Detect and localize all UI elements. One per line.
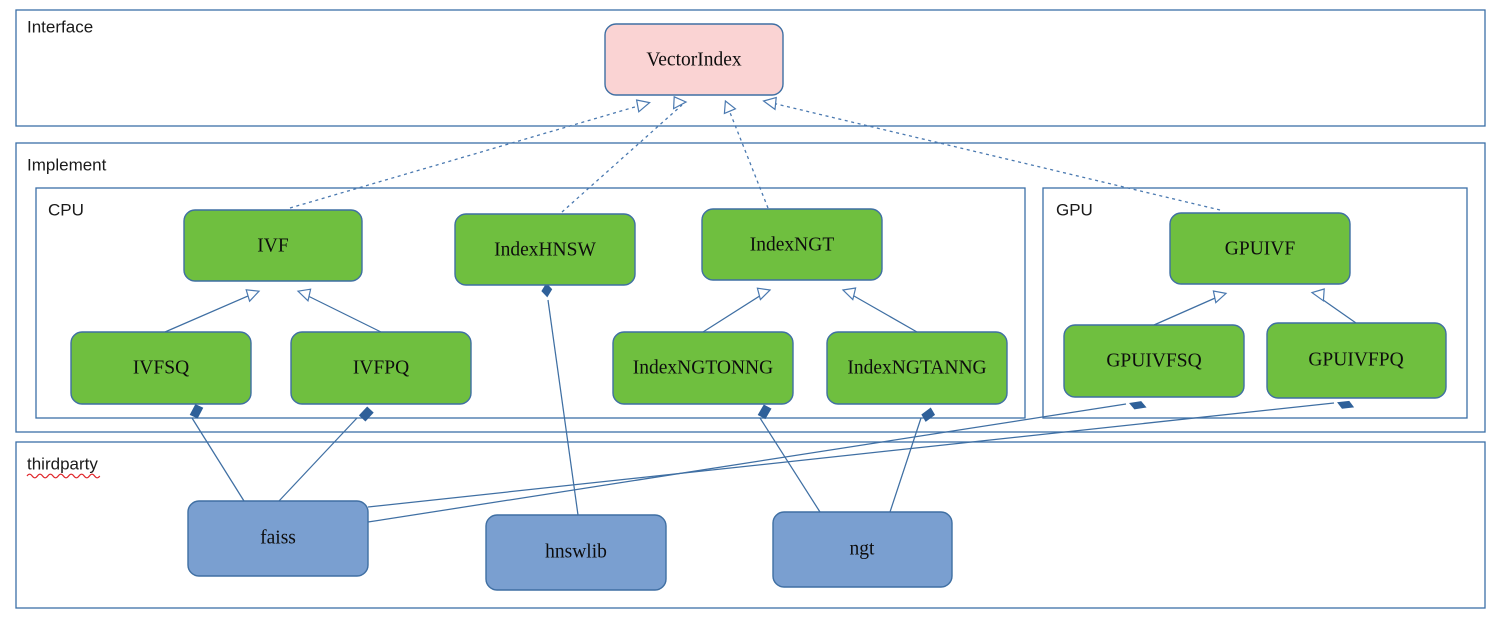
generalization-arrow-icon (756, 287, 772, 301)
edge-ngt-indexngtanng (889, 407, 936, 513)
node-rect-vectorindex[interactable] (604, 23, 784, 96)
node-rect-gpuivfpq[interactable] (1266, 322, 1447, 399)
edge-gpuivfsq-gpuivf (1153, 290, 1228, 326)
node-label-faiss: faiss (260, 527, 296, 548)
group-label-interface: Interface (27, 17, 93, 36)
edge-ivfpq-ivf (296, 288, 382, 333)
node-rect-hnswlib[interactable] (485, 514, 667, 591)
node-rect-faiss[interactable] (187, 500, 369, 577)
realization-arrow-icon (672, 95, 688, 110)
node-label-ivfpq: IVFPQ (353, 357, 409, 378)
node-label-indexngtonng: IndexNGTONNG (633, 357, 773, 378)
node-label-gpuivfsq: GPUIVFSQ (1106, 350, 1201, 371)
generalization-arrow-icon (1310, 288, 1325, 302)
node-label-vectorindex: VectorIndex (646, 49, 742, 70)
edge-faiss-ivfsq (189, 404, 245, 502)
spellcheck-underline-icon (26, 473, 101, 479)
node-rect-gpuivf[interactable] (1169, 212, 1351, 285)
composition-diamond-icon (358, 406, 374, 422)
edge-gpuivfpq-gpuivf (1310, 288, 1357, 324)
edge-faiss-gpuivfpq (367, 400, 1355, 508)
edge-ivf-vectorindex (289, 99, 651, 209)
node-ngt[interactable]: ngt (772, 511, 953, 588)
edge-indexngt-vectorindex (723, 99, 769, 209)
node-rect-indexngtonng[interactable] (612, 331, 794, 405)
node-label-ivfsq: IVFSQ (133, 357, 189, 378)
node-rect-gpuivfsq[interactable] (1063, 324, 1245, 398)
realization-arrow-icon (635, 99, 651, 113)
group-label-cpu: CPU (48, 200, 84, 219)
composition-diamond-icon (757, 404, 772, 420)
node-vectorindex[interactable]: VectorIndex (604, 23, 784, 96)
edge-indexngtanng-indexngt (841, 287, 918, 333)
node-ivfpq[interactable]: IVFPQ (290, 331, 472, 405)
node-label-gpuivfpq: GPUIVFPQ (1308, 349, 1403, 370)
node-indexhnsw[interactable]: IndexHNSW (454, 213, 636, 286)
realization-arrow-icon (723, 99, 737, 115)
node-gpuivf[interactable]: GPUIVF (1169, 212, 1351, 285)
node-rect-indexhnsw[interactable] (454, 213, 636, 286)
composition-diamond-icon (1129, 401, 1147, 410)
node-label-indexhnsw: IndexHNSW (494, 239, 596, 260)
node-rect-ivfsq[interactable] (70, 331, 252, 405)
node-label-hnswlib: hnswlib (545, 541, 607, 562)
node-label-indexngtanng: IndexNGTANNG (847, 357, 986, 378)
node-rect-ivfpq[interactable] (290, 331, 472, 405)
node-ivfsq[interactable]: IVFSQ (70, 331, 252, 405)
edge-ivfsq-ivf (164, 289, 261, 333)
edge-faiss-ivfpq (278, 406, 374, 502)
composition-diamond-icon (1337, 400, 1355, 409)
edge-ngt-indexngtonng (757, 404, 821, 513)
node-rect-indexngtanng[interactable] (826, 331, 1008, 405)
node-label-indexngt: IndexNGT (750, 234, 835, 255)
node-gpuivfsq[interactable]: GPUIVFSQ (1063, 324, 1245, 398)
node-label-ngt: ngt (850, 538, 876, 559)
edge-indexhnsw-vectorindex (561, 95, 688, 213)
node-faiss[interactable]: faiss (187, 500, 369, 577)
node-label-gpuivf: GPUIVF (1225, 238, 1296, 259)
composition-diamond-icon (921, 407, 936, 422)
realization-arrow-icon (762, 96, 777, 111)
edge-gpuivf-vectorindex (762, 96, 1221, 211)
group-label-gpu: GPU (1056, 200, 1093, 219)
node-rect-ngt[interactable] (772, 511, 953, 588)
generalization-arrow-icon (296, 288, 312, 302)
node-indexngtanng[interactable]: IndexNGTANNG (826, 331, 1008, 405)
group-label-thirdparty: thirdparty (27, 454, 98, 473)
edge-faiss-gpuivfsq (367, 401, 1147, 523)
node-hnswlib[interactable]: hnswlib (485, 514, 667, 591)
generalization-arrow-icon (245, 289, 261, 303)
node-gpuivfpq[interactable]: GPUIVFPQ (1266, 322, 1447, 399)
node-rect-indexngt[interactable] (701, 208, 883, 281)
generalization-arrow-icon (1212, 290, 1228, 304)
node-ivf[interactable]: IVF (183, 209, 363, 282)
generalization-arrow-icon (841, 287, 857, 301)
group-label-implement: Implement (27, 155, 107, 174)
composition-diamond-icon (189, 404, 204, 419)
node-label-ivf: IVF (257, 235, 289, 256)
node-indexngtonng[interactable]: IndexNGTONNG (612, 331, 794, 405)
edge-indexngtonng-indexngt (702, 287, 772, 333)
node-rect-ivf[interactable] (183, 209, 363, 282)
node-indexngt[interactable]: IndexNGT (701, 208, 883, 281)
